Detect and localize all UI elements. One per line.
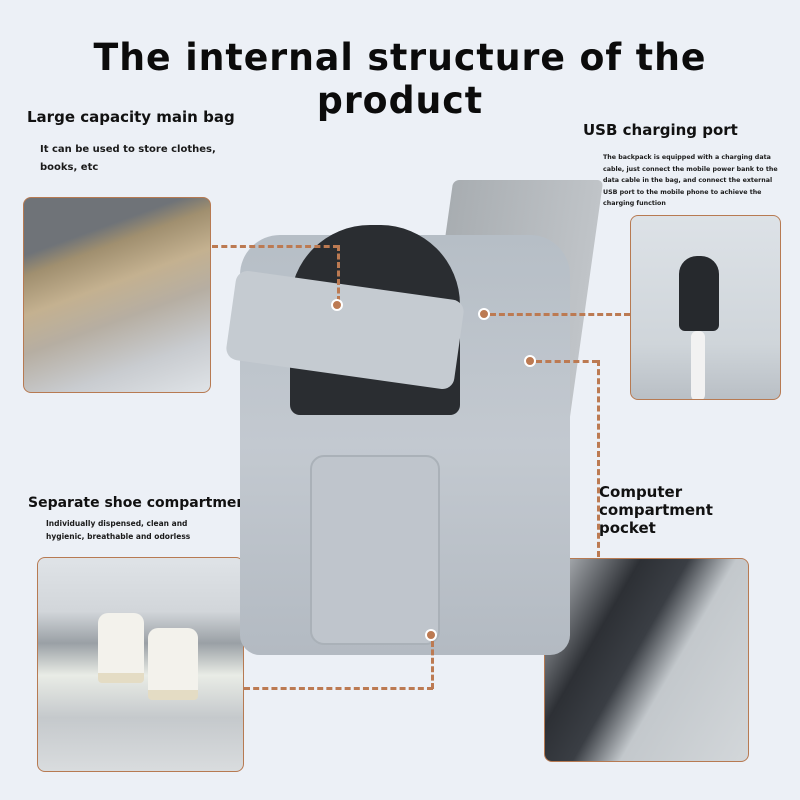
computer-pocket-label: Computer compartment pocket	[599, 483, 713, 537]
backpack-front-pocket	[310, 455, 440, 645]
connector-shoe	[431, 641, 434, 689]
shoe-compartment-description: Individually dispensed, clean and hygien…	[46, 519, 191, 541]
main-bag-photo	[23, 197, 211, 393]
connector-computer	[597, 360, 600, 557]
backpack-illustration	[224, 175, 604, 655]
usb-cable-icon	[691, 331, 705, 399]
computer-pocket-photo	[544, 558, 749, 762]
marker-dot-computer	[524, 355, 536, 367]
shoe-icon	[148, 628, 198, 700]
main-bag-description: It can be used to store clothes, books, …	[40, 144, 216, 173]
usb-plug-icon	[679, 256, 719, 331]
connector-main-bag	[212, 245, 339, 248]
connector-shoe	[244, 687, 433, 690]
usb-port-label: USB charging port	[583, 121, 738, 139]
page-title: The internal structure of the product	[93, 36, 707, 122]
shoe-icon	[98, 613, 144, 683]
marker-dot-usb	[478, 308, 490, 320]
marker-dot-shoe	[425, 629, 437, 641]
marker-dot-main-bag	[331, 299, 343, 311]
connector-main-bag	[337, 245, 340, 302]
shoe-compartment-label: Separate shoe compartment	[28, 495, 254, 511]
usb-port-description: The backpack is equipped with a charging…	[603, 154, 778, 207]
usb-port-photo	[630, 215, 781, 400]
connector-usb	[490, 313, 630, 316]
connector-computer	[536, 360, 598, 363]
main-bag-label: Large capacity main bag	[27, 108, 235, 126]
shoe-compartment-photo	[37, 557, 244, 772]
